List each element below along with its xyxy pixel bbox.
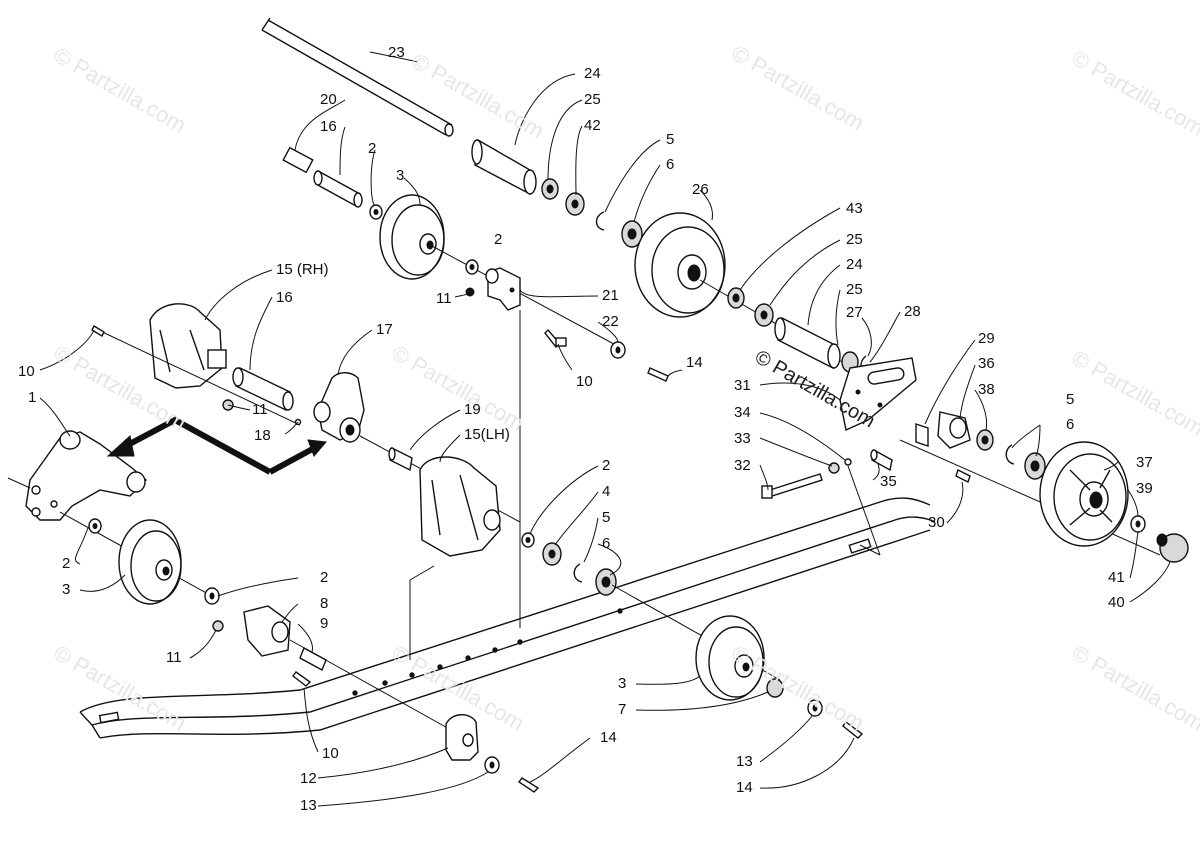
- callout-13: 13: [736, 753, 753, 770]
- leader-lines: [39, 51, 1171, 807]
- callout-16: 16: [276, 289, 293, 306]
- callout-33: 33: [734, 430, 751, 447]
- callout-31: 31: [734, 377, 751, 394]
- callout-40: 40: [1108, 594, 1125, 611]
- callout-24: 24: [846, 256, 863, 273]
- callout-14: 14: [736, 779, 753, 796]
- suspension-rail: [79, 497, 936, 739]
- callout-20: 20: [320, 91, 337, 108]
- callout-15-rh: 15 (RH): [276, 261, 329, 278]
- callout-13: 13: [300, 797, 317, 814]
- callout-23: 23: [388, 44, 405, 61]
- callout-17: 17: [376, 321, 393, 338]
- callout-32: 32: [734, 457, 751, 474]
- callout-2: 2: [602, 457, 611, 474]
- callout-28: 28: [904, 303, 921, 320]
- spacer-tube-upper: [471, 138, 537, 196]
- callout-5: 5: [602, 509, 611, 526]
- callout-5: 5: [1066, 391, 1075, 408]
- callout-27: 27: [846, 304, 863, 321]
- callout-10: 10: [576, 373, 593, 390]
- callout-10: 10: [18, 363, 35, 380]
- callout-29: 29: [978, 330, 995, 347]
- direction-arrow: [106, 416, 327, 475]
- idler-wheel-lower-left: [118, 519, 182, 605]
- callout-26: 26: [692, 181, 709, 198]
- callout-6: 6: [666, 156, 675, 173]
- callout-19: 19: [464, 401, 481, 418]
- callout-5: 5: [666, 131, 675, 148]
- axle-shaft: [261, 17, 454, 137]
- swing-arm-1: [25, 430, 148, 521]
- callout-38: 38: [978, 381, 995, 398]
- callout-2: 2: [62, 555, 71, 572]
- callout-3: 3: [62, 581, 71, 598]
- callout-7: 7: [618, 701, 627, 718]
- callout-3: 3: [618, 675, 627, 692]
- idler-wheel-26: [634, 212, 726, 318]
- callout-10: 10: [322, 745, 339, 762]
- callout-8: 8: [320, 595, 329, 612]
- callout-1: 1: [28, 389, 37, 406]
- callout-14: 14: [600, 729, 617, 746]
- callout-22: 22: [602, 313, 619, 330]
- callout-37: 37: [1136, 454, 1153, 471]
- callout-2: 2: [320, 569, 329, 586]
- callout-30: 30: [928, 514, 945, 531]
- callout-39: 39: [1136, 480, 1153, 497]
- callout-25: 25: [846, 281, 863, 298]
- pivot-arm-17: [313, 372, 365, 443]
- callout-16: 16: [320, 118, 337, 135]
- callout-43: 43: [846, 200, 863, 217]
- callout-35: 35: [880, 473, 897, 490]
- callout-6: 6: [1066, 416, 1075, 433]
- bushing-upper: [541, 178, 585, 216]
- callout-11: 11: [166, 649, 182, 666]
- callout-2: 2: [494, 231, 503, 248]
- idler-wheel-lower-right: [695, 615, 765, 701]
- callout-24: 24: [584, 65, 601, 82]
- callout-15-lh: 15(LH): [464, 426, 510, 443]
- pivot-bracket-rh: [149, 303, 227, 389]
- callout-25: 25: [584, 91, 601, 108]
- callout-34: 34: [734, 404, 751, 421]
- callout-25: 25: [846, 231, 863, 248]
- callout-2: 2: [368, 140, 377, 157]
- callout-3: 3: [396, 167, 405, 184]
- pivot-bracket-lh: [419, 456, 501, 557]
- callout-14: 14: [686, 354, 703, 371]
- callout-9: 9: [320, 615, 329, 632]
- callout-21: 21: [602, 287, 619, 304]
- idler-wheel-upper-left: [379, 194, 445, 280]
- callout-18: 18: [254, 427, 271, 444]
- callout-11: 11: [252, 401, 268, 418]
- callout-41: 41: [1108, 569, 1125, 586]
- callout-42: 42: [584, 117, 601, 134]
- callout-12: 12: [300, 770, 317, 787]
- callout-6: 6: [602, 535, 611, 552]
- callout-4: 4: [602, 483, 611, 500]
- idler-wheel-37: [1039, 441, 1129, 547]
- callout-11: 11: [436, 290, 452, 307]
- callout-36: 36: [978, 355, 995, 372]
